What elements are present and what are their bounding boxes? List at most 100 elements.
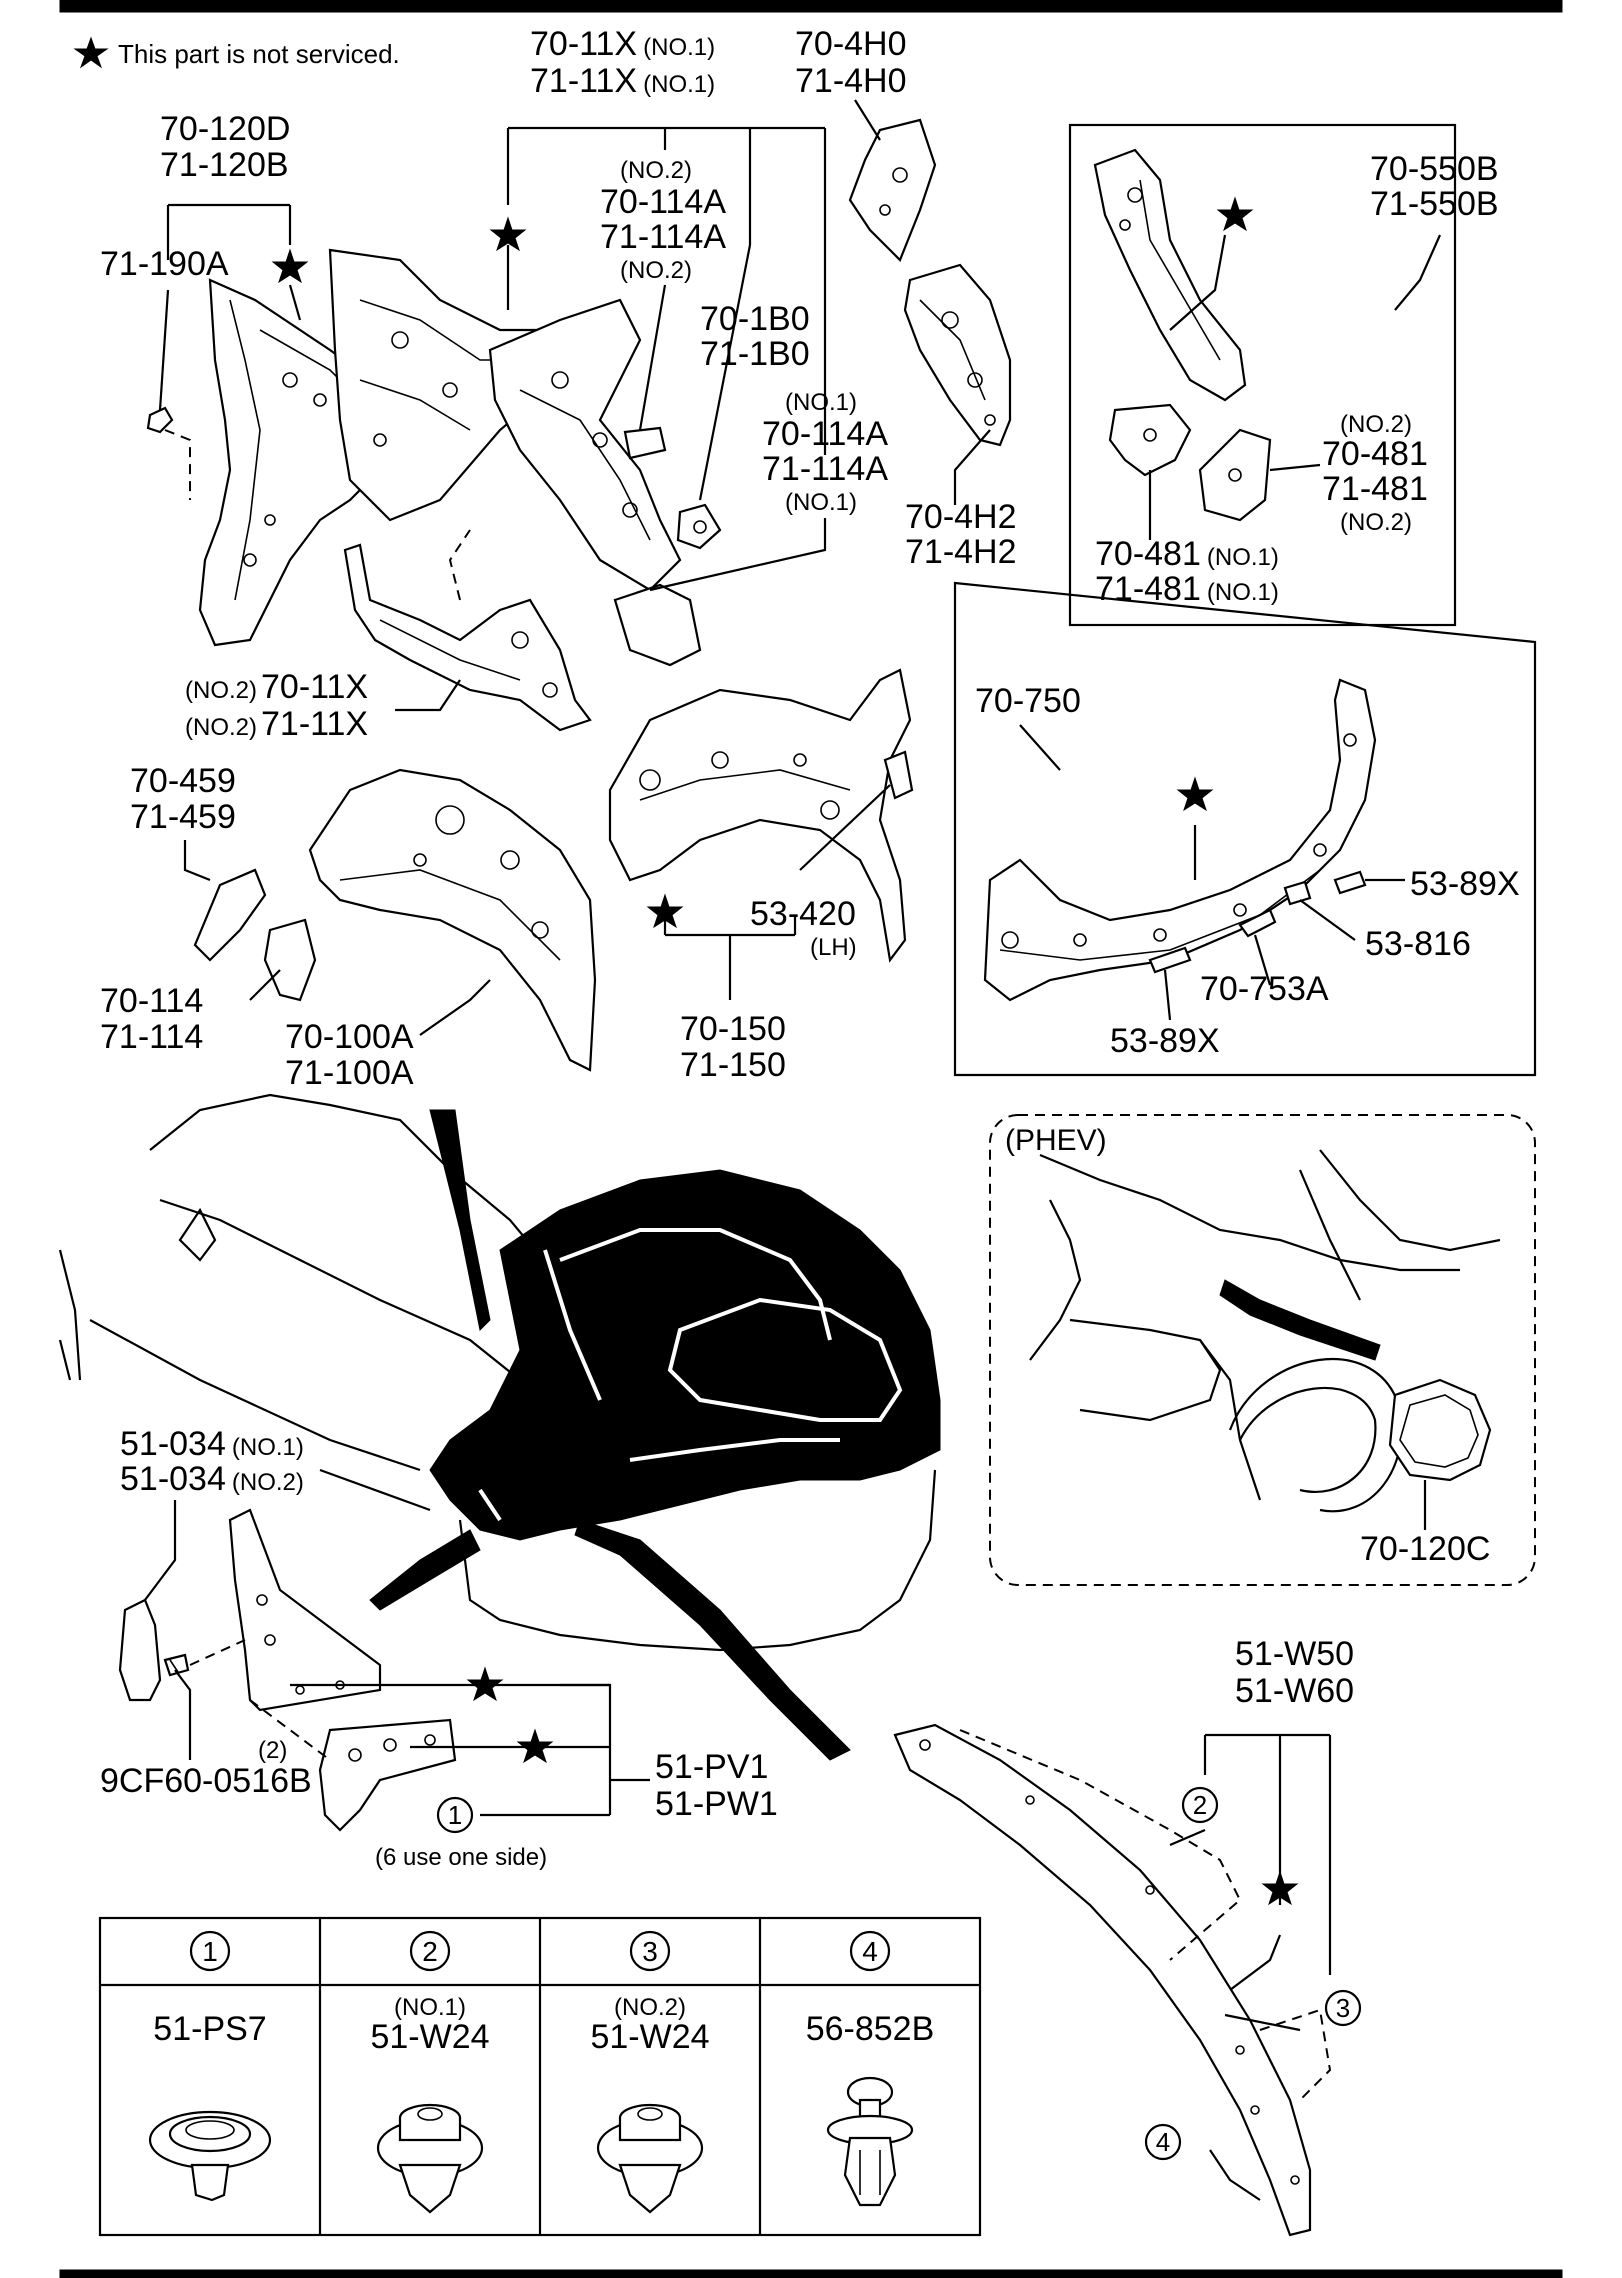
rivet-clip-icon — [826, 2076, 914, 2207]
screw-icon — [163, 1653, 190, 1677]
label-70-150: 70-150 — [680, 1010, 786, 1048]
label-53-89x-left: 53-89X — [1110, 1022, 1220, 1060]
box-70-750 — [953, 581, 1537, 1077]
label-70-750: 70-750 — [975, 682, 1081, 720]
label-no2-c: (NO.2) — [1340, 411, 1412, 438]
label-70-4h0: 70-4H0 — [795, 25, 907, 63]
label-70-11x-no1: 70-11X(NO.1) — [530, 25, 715, 63]
fastener-2-qualifier: (NO.1) — [394, 1994, 466, 2021]
fastener-col-1: 1 51-PS7 — [148, 1930, 272, 2202]
clip-53-89x-left-drawing — [1148, 946, 1192, 974]
label-51-034-no2: 51-034(NO.2) — [120, 1460, 304, 1498]
label-no2-d: (NO.2) — [1340, 509, 1412, 536]
label-51-w60: 51-W60 — [1235, 1672, 1354, 1710]
side-panel-no2-drawing — [343, 543, 592, 732]
clip-53-816-drawing — [1283, 880, 1312, 906]
label-53-420: 53-420 — [750, 895, 856, 933]
label-53-816: 53-816 — [1365, 925, 1471, 963]
callout-1-number: 1 — [448, 1800, 462, 1830]
label-71-481-no1: 71-481(NO.1) — [1095, 570, 1279, 608]
label-9cf60-0516b: 9CF60-0516B — [100, 1762, 312, 1800]
bracket-70-459-drawing — [193, 868, 267, 962]
fastener-col-3: 3 (NO.2) 51-W24 — [590, 1930, 710, 2214]
fastener-3-number: 3 — [642, 1936, 658, 1967]
crossmember-70-750-drawing — [983, 678, 1377, 1002]
push-clip-icon — [148, 2110, 272, 2202]
bracket-70-114-drawing — [263, 918, 317, 1002]
label-71-114a-no2: 71-114A — [600, 218, 726, 256]
label-71-4h2: 71-4H2 — [905, 533, 1017, 571]
label-51-pw1: 51-PW1 — [655, 1785, 778, 1823]
fastener-1-part: 51-PS7 — [153, 2010, 266, 2048]
grommet-clip-icon — [596, 2103, 704, 2214]
clip-53-89x-right-drawing — [1333, 870, 1367, 895]
mud-guard-51-034-drawing — [118, 1598, 162, 1702]
star-icon — [1176, 776, 1214, 812]
label-no1-a: (NO.1) — [785, 389, 857, 416]
phev-inset — [989, 1114, 1536, 1586]
label-70-4h2: 70-4H2 — [905, 498, 1017, 536]
fastener-table: 1 51-PS7 2 (NO.1) 51-W24 — [98, 1916, 982, 2237]
wheel-arch-molding-group — [893, 1723, 1332, 2237]
star-icon — [516, 1728, 554, 1764]
label-71-481-no2: 71-481 — [1322, 470, 1428, 508]
label-71-114a-no1: 71-114A — [762, 450, 888, 488]
label-71-459: 71-459 — [130, 798, 236, 836]
fastener-3-qualifier: (NO.2) — [614, 1994, 686, 2021]
upper-left-assembly — [146, 248, 722, 732]
label-no2-b: (NO.2) — [620, 257, 692, 284]
label-71-190a: 71-190A — [100, 245, 229, 283]
label-70-1b0: 70-1B0 — [700, 300, 810, 338]
part-71-190a-drawing — [146, 406, 174, 434]
wheelhouse-70-100a-drawing — [308, 768, 597, 1072]
fastener-4-part: 56-852B — [806, 2010, 935, 2048]
label-six-use: (6 use one side) — [375, 1844, 547, 1871]
label-70-114a-no2: 70-114A — [600, 183, 726, 221]
label-70-550b: 70-550B — [1370, 150, 1499, 188]
label-70-114: 70-114 — [100, 982, 203, 1020]
label-70-481-no1: 70-481(NO.1) — [1095, 535, 1279, 573]
label-no2-a: (NO.2) — [620, 157, 692, 184]
label-71-150: 71-150 — [680, 1046, 786, 1084]
fastener-2-number: 2 — [422, 1936, 438, 1967]
label-70-100a: 70-100A — [285, 1018, 414, 1056]
label-71-550b: 71-550B — [1370, 185, 1499, 223]
star-icon — [73, 36, 109, 69]
legend-note: This part is not serviced. — [118, 39, 400, 69]
callout-2-number: 2 — [1193, 1790, 1207, 1820]
label-70-753a: 70-753A — [1200, 970, 1329, 1008]
part-labels: 70-11X(NO.1) 71-11X(NO.1) 70-4H0 71-4H0 … — [100, 25, 1520, 1871]
star-icon — [1261, 1870, 1299, 1906]
callout-circles: 1 2 3 4 — [436, 1786, 1362, 2161]
bracket-51-pv1-drawing — [228, 1508, 382, 1712]
rear-bracket-assembly — [848, 118, 1012, 447]
label-70-459: 70-459 — [130, 762, 236, 800]
fastener-4-number: 4 — [862, 1936, 878, 1967]
label-71-114: 71-114 — [100, 1018, 203, 1056]
part-70-753a-drawing — [1238, 908, 1277, 938]
box-70-550b — [1068, 123, 1457, 627]
phev-inset-frame — [989, 1114, 1536, 1586]
bracket-70-114a-no2-drawing — [623, 426, 667, 460]
star-icon — [1216, 196, 1254, 232]
wheelhouse-70-150-drawing — [608, 668, 912, 963]
inner-wheel-group — [193, 768, 597, 1072]
fastener-3-part: 51-W24 — [590, 2018, 709, 2056]
star-icon — [646, 893, 684, 929]
label-paren-2: (2) — [258, 1737, 287, 1764]
fastener-1-number: 1 — [202, 1936, 218, 1967]
label-70-120c: 70-120C — [1360, 1530, 1490, 1568]
label-71-1b0: 71-1B0 — [700, 335, 810, 373]
fastener-col-2: 2 (NO.1) 51-W24 — [370, 1930, 490, 2214]
not-serviced-markers — [271, 196, 1299, 1906]
label-71-120b: 71-120B — [160, 146, 289, 184]
label-51-w50: 51-W50 — [1235, 1635, 1354, 1673]
label-71-100a: 71-100A — [285, 1054, 414, 1092]
star-icon — [489, 216, 527, 252]
wheel-arch-molding-drawing — [893, 1723, 1312, 2237]
label-70-481-no2: 70-481 — [1322, 435, 1428, 473]
box-70-750-frame — [953, 581, 1537, 1077]
vehicle-body-illustration — [58, 1093, 1381, 1761]
star-icon — [466, 1666, 504, 1702]
